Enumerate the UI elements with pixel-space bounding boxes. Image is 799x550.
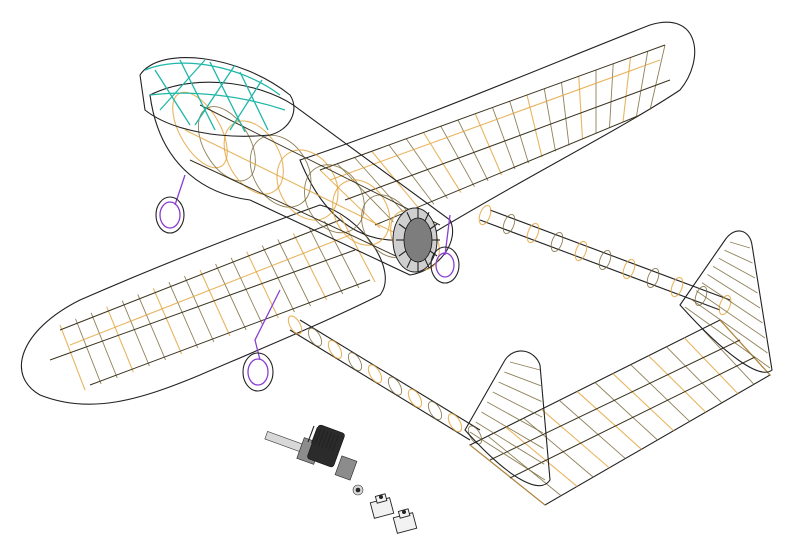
left-wing xyxy=(20,204,386,405)
left-main-gear xyxy=(242,289,281,392)
right-wing xyxy=(299,21,696,241)
right-vertical-fin xyxy=(679,230,773,373)
glow-engine xyxy=(264,424,364,496)
servo-1 xyxy=(369,493,395,519)
nose-gear xyxy=(155,174,186,234)
left-vertical-fin xyxy=(464,350,551,487)
motor-mount xyxy=(392,207,440,273)
servo-2 xyxy=(392,508,418,534)
right-main-gear xyxy=(430,214,460,284)
horizontal-stabilizer xyxy=(468,319,771,506)
right-tail-boom xyxy=(478,204,732,316)
left-tail-boom xyxy=(287,315,483,445)
canopy xyxy=(139,57,295,137)
